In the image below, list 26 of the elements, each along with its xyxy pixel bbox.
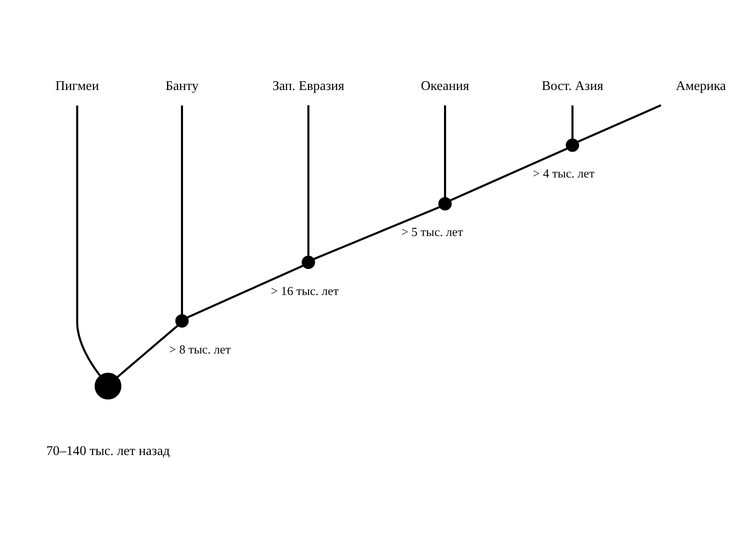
node-circle [438, 197, 452, 210]
connector [180, 105, 184, 315]
node-text: Океания [420, 78, 470, 94]
connector [116, 324, 178, 378]
node-circle [566, 138, 580, 152]
edge-label: > 5 тыс. лет [401, 225, 464, 240]
connector [571, 105, 574, 139]
connector [450, 148, 568, 202]
node-circle [175, 314, 189, 328]
edge-label: > 8 тыс. лет [169, 342, 231, 356]
node-text: Банту [165, 78, 199, 94]
node-text: Пигмеи [55, 78, 99, 94]
edge-label: > 16 тыс. лет [270, 284, 339, 298]
connector [307, 105, 310, 256]
node-text: Вост. Азия [542, 78, 604, 94]
connector [187, 264, 304, 318]
node-text: Америка [676, 78, 726, 94]
connector [578, 104, 662, 143]
connector [314, 206, 440, 260]
node-circle [302, 256, 316, 269]
node-text: Зап. Евразия [272, 78, 344, 94]
connector [444, 105, 446, 198]
node-circle [94, 372, 122, 400]
edge-label: > 4 тыс. лет [532, 166, 595, 181]
node-label: 70–140 тыс. лет назад [46, 442, 170, 458]
connector [76, 105, 101, 376]
